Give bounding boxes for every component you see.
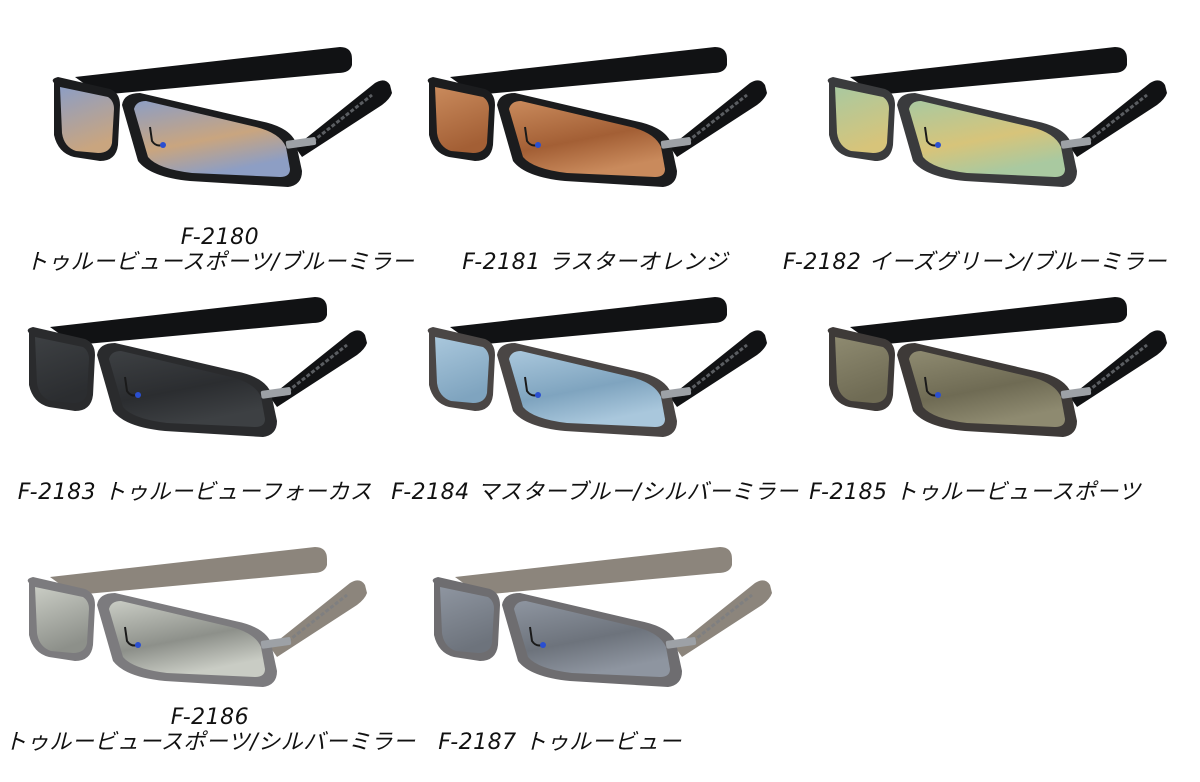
hinge — [260, 637, 292, 649]
product-label: F-2184 マスターブルー/シルバーミラー — [385, 480, 805, 505]
hinge — [1060, 137, 1092, 149]
sunglasses-image-f2185 — [827, 297, 1167, 437]
product-code: F-2184 — [391, 480, 470, 505]
near-temple — [270, 580, 367, 657]
hinge — [260, 387, 292, 399]
left-lens — [27, 327, 95, 411]
right-lens — [497, 343, 677, 437]
right-lens — [497, 93, 677, 187]
far-temple — [455, 547, 732, 595]
sunglasses-image-f2181 — [427, 47, 767, 187]
near-temple — [1070, 330, 1167, 407]
sunglasses-image-f2182 — [827, 47, 1167, 187]
far-temple — [50, 547, 327, 595]
near-temple — [670, 80, 767, 157]
product-name: トゥルービュー — [524, 730, 682, 755]
near-temple — [295, 80, 392, 157]
right-lens — [97, 343, 277, 437]
left-lens — [27, 577, 95, 661]
product-name: トゥルービュースポーツ/シルバーミラー — [4, 730, 416, 755]
product-title: F-2181 ラスターオレンジ — [385, 250, 805, 275]
product-title: F-2184 マスターブルー/シルバーミラー — [385, 480, 805, 505]
product-code: F-2186 — [170, 705, 250, 730]
left-lens — [52, 77, 120, 161]
far-temple — [850, 47, 1127, 95]
near-temple — [670, 330, 767, 407]
product-title: F-2185 トゥルービュースポーツ — [795, 480, 1155, 505]
near-temple — [675, 580, 772, 657]
product-item: F-2182 イーズグリーン/ブルーミラー — [783, 35, 1175, 275]
product-name: イーズグリーン/ブルーミラー — [868, 250, 1168, 275]
product-title: F-2187 トゥルービュー — [380, 730, 740, 755]
product-code: F-2185 — [809, 480, 888, 505]
product-title: F-2183 トゥルービューフォーカス — [5, 480, 385, 505]
hinge — [665, 637, 697, 649]
right-lens — [122, 93, 302, 187]
right-lens — [897, 343, 1077, 437]
sunglasses-image-f2184 — [427, 297, 767, 437]
product-name: トゥルービューフォーカス — [103, 480, 373, 505]
sunglasses-image-f2183 — [27, 297, 367, 437]
left-lens — [827, 327, 895, 411]
product-title: F-2182 イーズグリーン/ブルーミラー — [775, 250, 1175, 275]
left-lens — [432, 577, 500, 661]
product-label: F-2182 イーズグリーン/ブルーミラー — [775, 250, 1175, 275]
sunglasses-image-f2180 — [52, 47, 392, 187]
product-name: マスターブルー/シルバーミラー — [477, 480, 799, 505]
hinge — [1060, 387, 1092, 399]
product-item: F-2184 マスターブルー/シルバーミラー — [391, 285, 798, 525]
hinge — [660, 387, 692, 399]
product-label: F-2187 トゥルービュー — [380, 730, 740, 755]
near-temple — [1070, 80, 1167, 157]
product-label: F-2180 トゥルービュースポーツ/ブルーミラー — [10, 225, 430, 275]
far-temple — [450, 297, 727, 345]
hinge — [285, 137, 317, 149]
far-temple — [75, 47, 352, 95]
right-lens — [897, 93, 1077, 187]
product-item: F-2186 トゥルービュースポーツ/シルバーミラー — [4, 535, 415, 775]
sunglasses-image-f2186 — [27, 547, 367, 687]
far-temple — [50, 297, 327, 345]
product-name: トゥルービュースポーツ — [894, 480, 1141, 505]
product-code: F-2181 — [462, 250, 541, 275]
product-label: F-2185 トゥルービュースポーツ — [795, 480, 1155, 505]
near-temple — [270, 330, 367, 407]
right-lens — [97, 593, 277, 687]
right-lens — [502, 593, 682, 687]
far-temple — [450, 47, 727, 95]
hinge — [660, 137, 692, 149]
product-item: F-2185 トゥルービュースポーツ — [809, 285, 1175, 525]
product-item: F-2187 トゥルービュー — [420, 535, 780, 775]
product-item: F-2183 トゥルービューフォーカス — [15, 285, 375, 525]
product-code: F-2180 — [180, 225, 260, 250]
left-lens — [427, 327, 495, 411]
sunglasses-image-f2187 — [432, 547, 772, 687]
far-temple — [850, 297, 1127, 345]
product-item: F-2180 トゥルービュースポーツ/ブルーミラー — [26, 35, 414, 275]
product-item: F-2181 ラスターオレンジ — [415, 35, 775, 275]
product-label: F-2183 トゥルービューフォーカス — [5, 480, 385, 505]
product-name: ラスターオレンジ — [548, 250, 728, 275]
left-lens — [827, 77, 895, 161]
product-code: F-2187 — [438, 730, 517, 755]
product-name: トゥルービュースポーツ/ブルーミラー — [25, 250, 415, 275]
product-label: F-2186 トゥルービュースポーツ/シルバーミラー — [0, 705, 420, 755]
left-lens — [427, 77, 495, 161]
product-code: F-2182 — [782, 250, 862, 275]
product-label: F-2181 ラスターオレンジ — [385, 250, 805, 275]
product-code: F-2183 — [17, 480, 97, 505]
